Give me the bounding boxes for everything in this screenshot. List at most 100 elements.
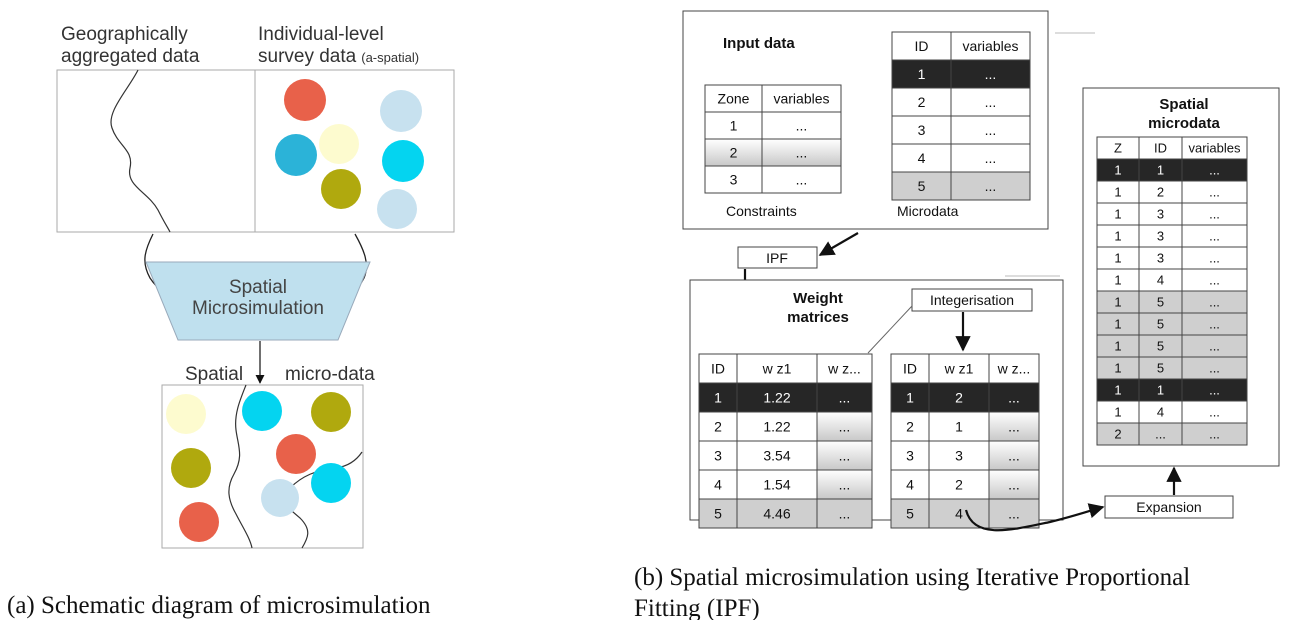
- table-cell-bg: [950, 115, 1031, 145]
- table-cell: 3: [714, 448, 722, 464]
- constraints-label: Constraints: [726, 203, 797, 219]
- survey-label-line1: Individual-level: [258, 24, 384, 45]
- survey-circle-red: [284, 79, 326, 121]
- table-cell: 2: [1114, 427, 1121, 442]
- table-cell: ...: [1008, 477, 1020, 493]
- table-cell: 5: [1157, 295, 1164, 310]
- input-data-title: Input data: [723, 35, 795, 52]
- table-cell: ...: [985, 150, 997, 166]
- output-circle-olive-2: [171, 448, 211, 488]
- caption-b-line1: (b) Spatial microsimulation using Iterat…: [634, 564, 1191, 591]
- table-cell-bg: [704, 165, 763, 194]
- table-header-row: Zone variables: [704, 84, 842, 113]
- table-row: 3...: [891, 115, 1031, 145]
- table-cell-bg: [736, 353, 818, 384]
- table-cell: ...: [796, 172, 808, 188]
- table-cell: ...: [1209, 273, 1220, 288]
- output-circle-red-2: [179, 502, 219, 542]
- process-label-line2: Microsimulation: [192, 298, 324, 319]
- table-cell-bg: [928, 411, 990, 442]
- weight-title-line2: matrices: [787, 309, 849, 326]
- table-cell: 3: [730, 172, 738, 188]
- table-cell: 3: [918, 122, 926, 138]
- table-cell: 3: [1157, 229, 1164, 244]
- table-cell: 1: [1114, 185, 1121, 200]
- table-cell-bg: [890, 440, 930, 471]
- table-cell: ...: [1209, 383, 1220, 398]
- table-cell: 4: [918, 150, 926, 166]
- table-cell: ...: [1209, 185, 1220, 200]
- table-cell: ...: [1209, 427, 1220, 442]
- table-cell: 2: [730, 145, 738, 161]
- table-cell: 3: [955, 448, 963, 464]
- table-cell: 3: [906, 448, 914, 464]
- table-row: 1...: [891, 59, 1031, 89]
- output-label-microdata: micro-data: [285, 364, 375, 385]
- table-cell: ID: [915, 38, 929, 54]
- table-cell: 1: [906, 390, 914, 406]
- table-cell: 2: [955, 477, 963, 493]
- expansion-label: Expansion: [1136, 499, 1201, 515]
- table-cell-bg: [988, 440, 1040, 471]
- table-cell: 4: [714, 477, 722, 493]
- table-cell: ...: [1209, 229, 1220, 244]
- table-cell: 4: [1157, 273, 1164, 288]
- table-cell-bg: [816, 440, 873, 471]
- table-cell: variables: [773, 91, 829, 107]
- table-cell-bg: [816, 469, 873, 500]
- table-row: 2...: [704, 138, 842, 167]
- table-cell-bg: [761, 138, 842, 167]
- integerisation-label: Integerisation: [930, 292, 1014, 308]
- table-cell: ...: [985, 94, 997, 110]
- table-cell: ...: [1209, 295, 1220, 310]
- table-cell: 1: [1114, 295, 1121, 310]
- table-cell: ...: [839, 477, 851, 493]
- output-circle-cream: [166, 394, 206, 434]
- table-cell-bg: [928, 498, 990, 529]
- output-circle-cyan-2: [311, 463, 351, 503]
- table-cell-bg: [928, 440, 990, 471]
- table-cell-bg: [988, 469, 1040, 500]
- table-cell-bg: [761, 111, 842, 140]
- panel-a-schematic: Geographically aggregated data Individua…: [56, 24, 455, 549]
- table-row: 1...: [704, 111, 842, 140]
- table-cell: ...: [796, 145, 808, 161]
- weight-title-line1: Weight: [793, 290, 843, 307]
- table-cell: ID: [711, 361, 725, 377]
- geographic-boundary-line: [110, 69, 171, 233]
- table-cell-bg: [736, 411, 818, 442]
- table-cell-bg: [816, 411, 873, 442]
- table-row: 1 5...: [1096, 290, 1248, 314]
- table-cell: Z: [1114, 141, 1122, 156]
- table-cell: ...: [839, 390, 851, 406]
- table-cell-bg: [891, 143, 952, 173]
- table-cell-bg: [950, 87, 1031, 117]
- table-cell: ...: [1155, 427, 1166, 442]
- table-cell: 1: [714, 390, 722, 406]
- survey-circle-cyan: [382, 140, 424, 182]
- table-cell: Zone: [718, 91, 750, 107]
- table-cell: 5: [714, 506, 722, 522]
- table-cell-bg: [988, 353, 1040, 384]
- integerisation-box: [911, 288, 1033, 312]
- table-cell-bg: [891, 87, 952, 117]
- output-boundary-left: [228, 384, 253, 549]
- table-cell-bg: [891, 115, 952, 145]
- table-row: 3...: [704, 165, 842, 194]
- table-cell: 1: [1114, 339, 1121, 354]
